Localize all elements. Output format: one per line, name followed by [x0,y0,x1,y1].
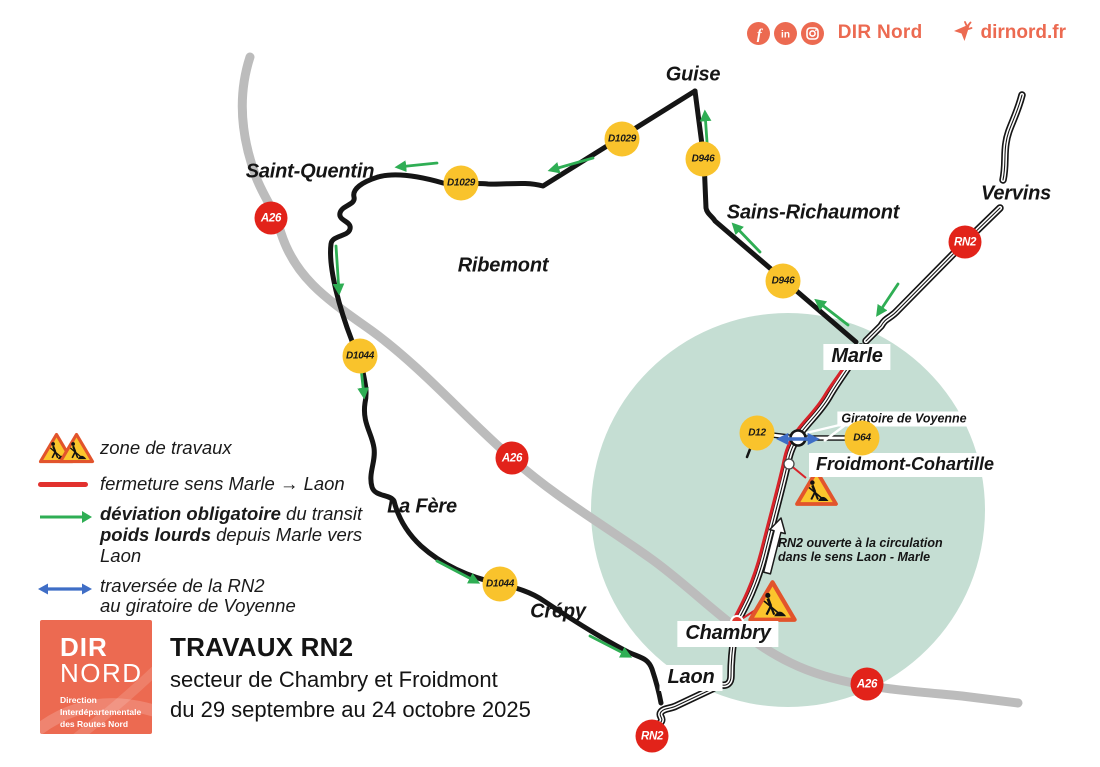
legend-label: fermeture sens Marle → Laon [100,473,345,494]
closure-line-marle-laon [732,346,858,621]
logo-subtitle: Direction Interdépartementale des Routes… [60,695,142,730]
legend: zone de travaux fermeture sens Marle → L… [38,429,408,624]
cursor-click-icon [953,21,972,41]
legend-row-roadworks: zone de travaux [38,429,408,467]
title-block: TRAVAUX RN2 secteur de Chambry et Froidm… [170,632,531,723]
legend-label: zone de travaux [100,436,232,458]
title-subtitle-1: secteur de Chambry et Froidmont [170,667,498,692]
header: f in DIR Nord dirnord.fr [746,21,1067,45]
deviation-arrow-icon [38,504,100,524]
svg-text:in: in [781,29,790,40]
road-d946 [692,88,859,345]
logo-line-nord: NORD [60,658,143,688]
roadworks-triangles-icon [38,429,100,467]
work-zone-area [591,313,985,707]
instagram-icon[interactable] [800,21,824,45]
closure-line-icon [38,481,100,487]
svg-text:f: f [756,27,763,43]
legend-row-closure: fermeture sens Marle → Laon [38,473,408,495]
linkedin-icon[interactable]: in [773,21,797,45]
logo-line-dir: DIR [60,632,108,662]
website-link[interactable]: dirnord.fr [980,22,1067,43]
motorway-a26 [237,52,1023,708]
title-subtitle-2: du 29 septembre au 24 octobre 2025 [170,697,531,722]
road-d1029 [375,88,698,189]
logo-decorative-arcs [40,666,152,734]
page-title: TRAVAUX RN2 [170,632,354,662]
brand-dir-nord[interactable]: DIR Nord [837,22,923,43]
rn2-open-direction-arrow [762,517,787,575]
facebook-icon[interactable]: f [746,21,770,45]
social-links: f in [746,21,824,45]
dir-nord-logo: DIR NORD Direction Interdépartementale d… [40,620,152,734]
crossing-arrow-icon [38,576,100,596]
worksite-dot-froidmont [783,458,795,470]
worksite-dot-chambry [730,615,744,629]
road-d1044 [328,174,664,706]
